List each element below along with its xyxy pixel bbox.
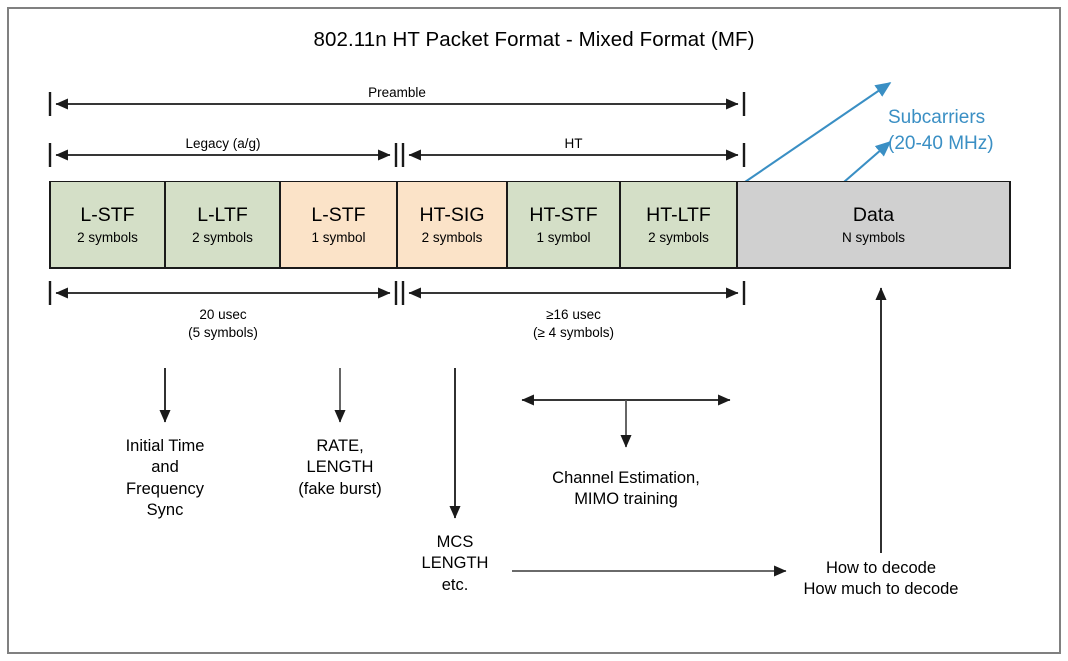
decode-line2: How much to decode bbox=[803, 580, 959, 599]
ht-label: HT bbox=[564, 136, 583, 151]
mcs-line3: etc. bbox=[441, 575, 469, 594]
ht-time-line1: ≥16 usec bbox=[546, 307, 601, 322]
mcs-line1: MCS bbox=[436, 533, 474, 551]
packet-field-data[interactable]: Data N symbols bbox=[736, 182, 1011, 268]
subcarriers-label: Subcarriers (20-40 MHz) bbox=[888, 105, 1068, 156]
packet-field-l-stf-1[interactable]: L-STF 2 symbols bbox=[49, 182, 164, 268]
ht-time-line2: (≥ 4 symbols) bbox=[533, 325, 614, 341]
packet-field-ht-ltf[interactable]: HT-LTF 2 symbols bbox=[619, 182, 736, 268]
field-duration: 1 symbol bbox=[311, 229, 366, 245]
rate-annotation: RATE, LENGTH (fake burst) bbox=[262, 436, 418, 500]
channel-line1: Channel Estimation, bbox=[552, 469, 700, 487]
legacy-time-label: 20 usec (5 symbols) bbox=[50, 306, 396, 342]
field-duration: N symbols bbox=[841, 229, 905, 245]
ht-time-label: ≥16 usec (≥ 4 symbols) bbox=[403, 306, 744, 342]
field-name: HT-STF bbox=[529, 204, 598, 227]
field-duration: 2 symbols bbox=[192, 229, 253, 245]
decode-annotation: How to decode How much to decode bbox=[770, 558, 992, 601]
sync-line2: and bbox=[151, 458, 179, 477]
packet-bottom-border bbox=[49, 267, 1011, 269]
legacy-time-line1: 20 usec bbox=[199, 307, 247, 322]
rate-line3: (fake burst) bbox=[298, 479, 382, 498]
channel-line2: MIMO training bbox=[574, 490, 678, 509]
subcarriers-line2: (20-40 MHz) bbox=[888, 132, 994, 154]
mcs-line2: LENGTH bbox=[421, 554, 489, 573]
field-name: Data bbox=[852, 204, 895, 227]
page-title: 802.11n HT Packet Format - Mixed Format … bbox=[313, 28, 755, 51]
packet-field-ht-stf[interactable]: HT-STF 1 symbol bbox=[506, 182, 619, 268]
mcs-annotation: MCS LENGTH etc. bbox=[383, 532, 527, 596]
packet-field-ht-sig[interactable]: HT-SIG 2 symbols bbox=[396, 182, 506, 268]
legacy-time-line2: (5 symbols) bbox=[188, 325, 258, 341]
rate-line1: RATE, bbox=[316, 437, 364, 455]
sync-line1: Initial Time bbox=[125, 437, 205, 455]
field-duration: 2 symbols bbox=[648, 229, 709, 245]
sync-line4: Sync bbox=[146, 501, 184, 520]
channel-estimation-annotation: Channel Estimation, MIMO training bbox=[506, 468, 746, 511]
field-name: L-STF bbox=[311, 204, 366, 227]
field-name: L-LTF bbox=[197, 204, 248, 227]
decode-line1: How to decode bbox=[825, 559, 937, 577]
preamble-label: Preamble bbox=[368, 85, 426, 100]
field-name: HT-LTF bbox=[646, 204, 711, 227]
field-name: L-STF bbox=[80, 204, 135, 227]
rate-line2: LENGTH bbox=[306, 458, 374, 477]
subcarriers-line1: Subcarriers bbox=[888, 107, 986, 128]
field-duration: 2 symbols bbox=[77, 229, 138, 245]
field-duration: 1 symbol bbox=[536, 229, 591, 245]
legacy-label: Legacy (a/g) bbox=[185, 136, 261, 151]
field-name: HT-SIG bbox=[419, 204, 485, 227]
packet-field-row: L-STF 2 symbols L-LTF 2 symbols L-STF 1 … bbox=[49, 182, 1011, 268]
packet-field-l-stf-2[interactable]: L-STF 1 symbol bbox=[279, 182, 396, 268]
packet-field-l-ltf[interactable]: L-LTF 2 symbols bbox=[164, 182, 279, 268]
sync-line3: Frequency bbox=[126, 479, 204, 498]
sync-annotation: Initial Time and Frequency Sync bbox=[85, 436, 245, 522]
field-duration: 2 symbols bbox=[421, 229, 483, 245]
